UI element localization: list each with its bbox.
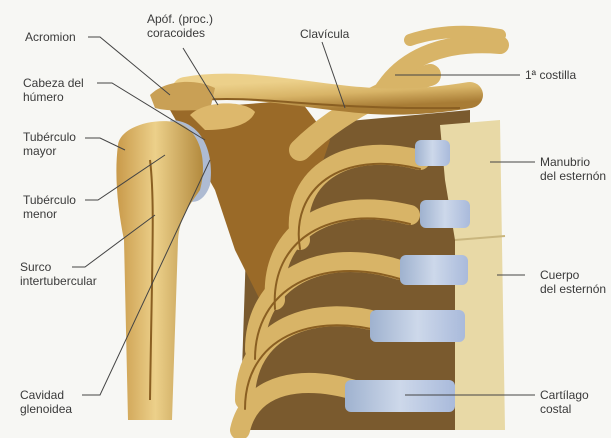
label-coracoid: Apóf. (proc.) coracoides xyxy=(147,12,213,40)
label-line: Manubrio xyxy=(540,155,606,169)
label-line: costal xyxy=(540,402,589,416)
label-line: del esternón xyxy=(540,169,606,183)
humerus xyxy=(116,121,203,420)
label-manubrium: Manubrio del esternón xyxy=(540,155,606,183)
label-line: intertubercular xyxy=(20,274,97,288)
label-line: húmero xyxy=(23,90,84,104)
label-line: Tubérculo xyxy=(23,130,76,144)
label-line: Cartílago xyxy=(540,388,589,402)
label-glenoid-cavity: Cavidad glenoidea xyxy=(20,388,72,416)
label-intertubercular-groove: Surco intertubercular xyxy=(20,260,97,288)
label-line: Cabeza del xyxy=(23,76,84,90)
label-sternum-body: Cuerpo del esternón xyxy=(540,268,606,296)
label-line: 1ª costilla xyxy=(525,68,576,82)
label-acromion: Acromion xyxy=(25,30,76,44)
label-line: Clavícula xyxy=(300,27,349,41)
label-line: Apóf. (proc.) xyxy=(147,12,213,26)
label-line: Cuerpo xyxy=(540,268,606,282)
label-line: Cavidad xyxy=(20,388,72,402)
label-clavicle: Clavícula xyxy=(300,27,349,41)
label-line: mayor xyxy=(23,144,76,158)
label-line: del esternón xyxy=(540,282,606,296)
label-line: glenoidea xyxy=(20,402,72,416)
label-line: Surco xyxy=(20,260,97,274)
label-first-rib: 1ª costilla xyxy=(525,68,576,82)
label-line: coracoides xyxy=(147,26,213,40)
label-humerus-head: Cabeza del húmero xyxy=(23,76,84,104)
label-line: Tubérculo xyxy=(23,193,76,207)
label-line: Acromion xyxy=(25,30,76,44)
label-lesser-tubercle: Tubérculo menor xyxy=(23,193,76,221)
label-greater-tubercle: Tubérculo mayor xyxy=(23,130,76,158)
label-costal-cartilage: Cartílago costal xyxy=(540,388,589,416)
label-line: menor xyxy=(23,207,76,221)
